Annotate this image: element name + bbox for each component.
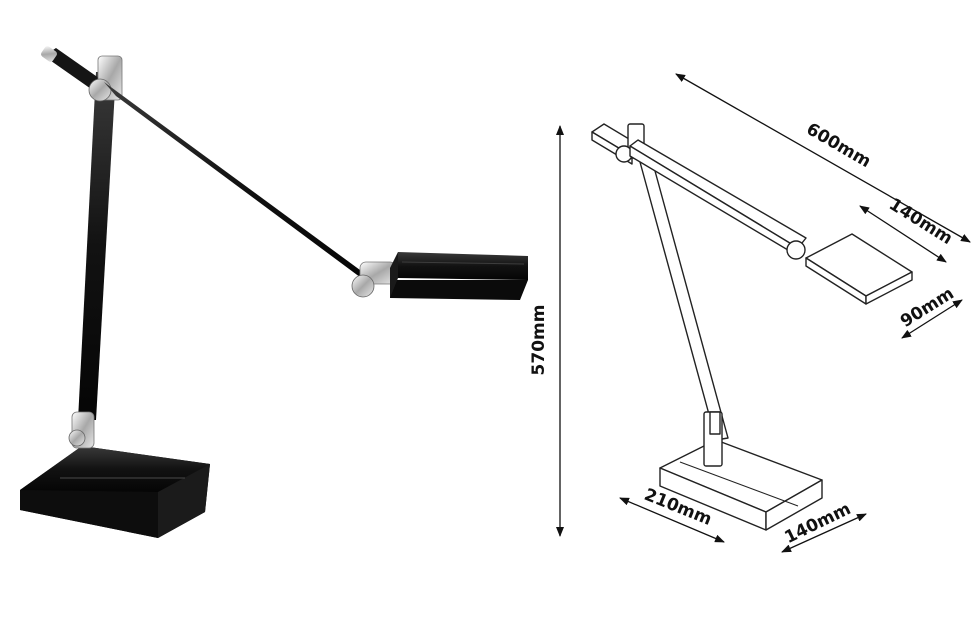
lamp-base bbox=[20, 446, 210, 538]
counterweight-cap bbox=[41, 46, 57, 62]
arm-length-label: 600mm bbox=[803, 119, 874, 172]
lamp-line-art bbox=[591, 123, 913, 531]
lamp-post bbox=[78, 72, 116, 420]
lamp-arm bbox=[104, 82, 372, 286]
lamp-photo bbox=[20, 46, 528, 538]
height-dimension: 570mm bbox=[529, 125, 564, 537]
lamp-head bbox=[390, 252, 528, 300]
height-label: 570mm bbox=[529, 305, 549, 376]
head-length-label: 140mm bbox=[885, 194, 956, 249]
head-width-dimension: 90mm bbox=[897, 284, 963, 339]
